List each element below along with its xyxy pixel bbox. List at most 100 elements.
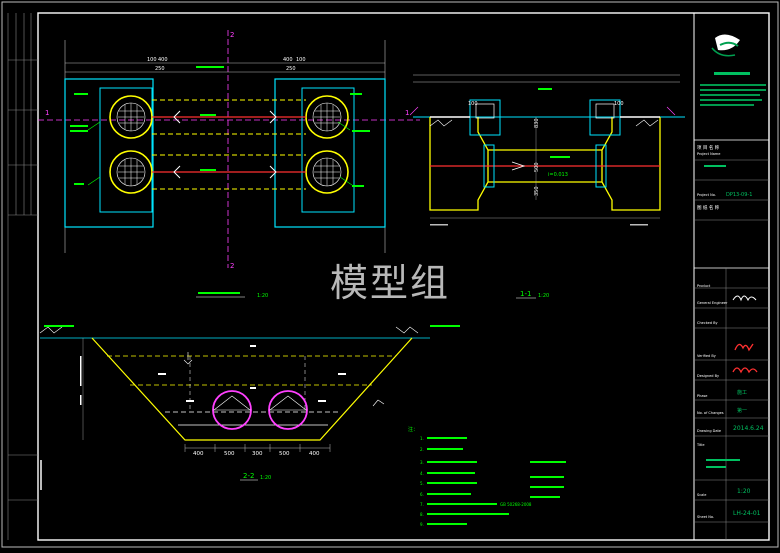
left-margin-strip: [7, 13, 38, 540]
right-chamber-outline: [274, 78, 386, 228]
project-name-value-mark: [704, 165, 726, 167]
plan-label-mark: [352, 185, 364, 187]
note-number: 9.: [420, 522, 424, 527]
sec22-layer-label: [338, 373, 346, 375]
product-label: Product: [697, 284, 711, 288]
section-1-1: 100 100 830 500 350 i=0.013 1-1 1:20: [409, 74, 685, 299]
sec22-bottom-dim: 400: [193, 451, 204, 457]
company-info-line: [700, 99, 762, 101]
plan-dim: 400: [283, 57, 293, 63]
watermark-text: 模型组: [330, 261, 451, 305]
plan-label-mark: [200, 169, 216, 171]
note-text: [427, 482, 477, 484]
flow-arrow: [173, 110, 277, 124]
sec22-layer-label: [250, 387, 256, 389]
sec11-dim: 830: [534, 118, 540, 128]
sec11-slope: i=0.013: [548, 172, 568, 178]
left-side-note: [40, 460, 42, 490]
sec22-bottom-dim: 500: [224, 451, 235, 457]
plan-section-mark-top: 2: [230, 31, 234, 39]
sheet-title-label: 图 纸 名 称: [697, 204, 720, 211]
sec22-layer-label: [318, 400, 326, 402]
sec11-dim-mark: [430, 224, 448, 226]
note-number: 2.: [420, 447, 424, 452]
left-chamber-outline: [64, 78, 154, 228]
manhole-left-bottom: [109, 150, 153, 194]
note-text: [427, 437, 467, 439]
plan-dim: 100: [296, 57, 306, 63]
note-spec: GB 50268-2008: [500, 502, 532, 507]
note-text: [530, 496, 560, 498]
company-name-bar: [714, 72, 750, 75]
project-name-label: 项 目 名 称: [697, 144, 720, 151]
company-logo: [711, 34, 740, 57]
note-text: [530, 476, 564, 478]
company-info-line: [700, 84, 766, 86]
sec22-bottom-dim: 300: [252, 451, 263, 457]
company-info-line: [700, 89, 766, 91]
right-chamber-inner: [301, 87, 355, 213]
chief-engineer-label: General Engineer: [697, 301, 728, 305]
plan-pipes: [152, 99, 306, 190]
plan-section-mark-left: 1: [45, 109, 49, 117]
signature-designed: [732, 367, 758, 374]
title-label: Title: [696, 443, 705, 447]
plan-label-mark: [74, 93, 88, 95]
sec11-label-mark: [538, 88, 552, 90]
project-no-value: DP13-09-1: [726, 192, 752, 198]
plan-view: 2 2 1 1 100 400 250 400 100 250: [38, 30, 420, 299]
plan-label-bar: [196, 66, 224, 68]
note-number: 3.: [420, 460, 424, 465]
note-text: [427, 461, 477, 463]
title-value-mark: [706, 466, 726, 468]
plan-dim: 400: [158, 57, 168, 63]
sec11-scale: 1:20: [538, 293, 549, 299]
sec22-vdim-mark: [80, 356, 82, 386]
scale-value: 1:20: [737, 488, 751, 495]
manhole-right-top: [305, 95, 349, 139]
phase-label: Phase: [697, 394, 707, 398]
note-text: [427, 503, 497, 505]
plan-dim: 100: [147, 57, 157, 63]
sec11-dim: 500: [534, 162, 540, 172]
notes-header: 注：: [408, 426, 418, 433]
plan-label-mark: [74, 183, 84, 185]
sec22-bottom-dim: 400: [309, 451, 320, 457]
sec22-bottom-dim: 500: [279, 451, 290, 457]
sec11-title: 1-1: [520, 290, 531, 298]
note-text: [427, 513, 509, 515]
designed-by-label: Designed By: [697, 374, 719, 378]
checked-by-label: Checked By: [697, 321, 718, 325]
flow-arrow: [173, 165, 277, 179]
section-2-2: 400 500 300 500 400 2-2 1:20: [39, 325, 460, 490]
sec11-label-mark: [550, 156, 570, 158]
drawing-date-label: Drawing Date: [697, 429, 721, 433]
note-number: 1.: [420, 436, 424, 441]
company-info-line: [700, 94, 760, 96]
manhole-right-bottom: [305, 150, 349, 194]
sheet-no-value: LH-24-01: [733, 510, 761, 517]
note-number: 8.: [420, 512, 424, 517]
plan-dim: 250: [286, 66, 296, 72]
sheet-no-label: Sheet No.: [697, 515, 714, 519]
sec22-label-mark: [44, 325, 74, 327]
sec22-layer-label: [250, 345, 256, 347]
drawing-date-value: 2014.6.24: [733, 425, 764, 432]
note-text: [427, 472, 475, 474]
plan-label-mark: [70, 130, 88, 132]
phase-value: 施工: [737, 389, 747, 396]
plan-label-mark: [200, 114, 216, 116]
signature-chief: [732, 295, 757, 302]
plan-title-mark: [198, 292, 240, 294]
notes-block: 注： 1. 2. 3. 4. 5. 6. 7. GB 50268-2008 8.…: [408, 426, 566, 527]
sec22-layer-label: [158, 373, 166, 375]
project-name-label-en: Project Name: [697, 152, 720, 156]
verified-by-label: Verified By: [697, 354, 716, 358]
sec11-dim-mark: [630, 224, 648, 226]
scale-label: Scale: [697, 493, 706, 497]
sec11-dim: 350: [534, 186, 540, 196]
plan-label-mark: [350, 93, 362, 95]
